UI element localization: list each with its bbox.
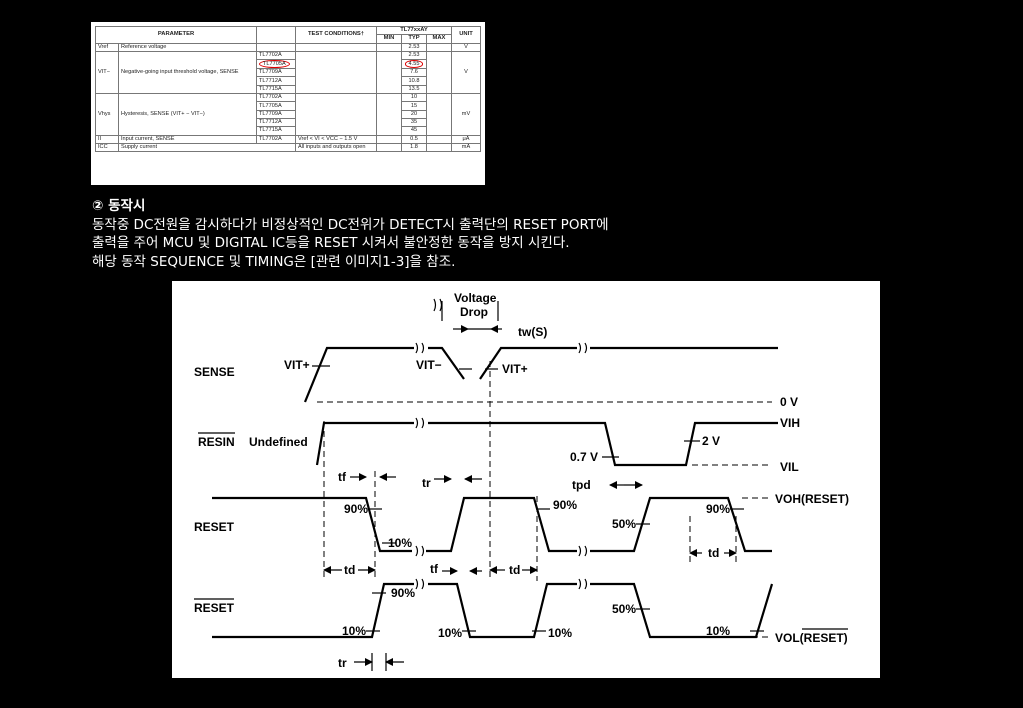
tf-label: tf: [430, 562, 439, 576]
vil-label: VIL: [780, 460, 799, 474]
vih-label: VIH: [780, 416, 800, 430]
reset-waveform: [426, 496, 577, 553]
sense-waveform: [428, 346, 465, 380]
percent-label: 90%: [553, 498, 577, 512]
tws-label: tw(S): [518, 325, 547, 339]
timing-diagram-svg: SENSE RESIN RESET RESET Voltage Drop tw(…: [194, 291, 849, 671]
reset-bar-waveform: [212, 582, 414, 639]
signal-label-sense: SENSE: [194, 365, 235, 379]
vit-plus-label: VIT+: [502, 362, 528, 376]
reset-bar-waveform: [428, 582, 577, 639]
zero-v-label: 0 V: [780, 395, 798, 409]
description-line: 출력을 주어 MCU 및 DIGITAL IC등을 RESET 시켜서 불안정한…: [92, 235, 570, 251]
v07-label: 0.7 V: [570, 450, 598, 464]
sense-waveform: [303, 346, 414, 403]
highlight-circle: TL7705A: [259, 60, 290, 69]
reset-bar-waveform: [590, 582, 774, 639]
v2-label: 2 V: [702, 434, 720, 448]
voh-label: VOH(RESET): [775, 492, 849, 506]
reset-waveform: [212, 496, 412, 553]
reset-waveform: [590, 496, 772, 553]
percent-label: 10%: [706, 624, 730, 638]
timing-diagram: SENSE RESIN RESET RESET Voltage Drop tw(…: [172, 281, 880, 678]
tpd-label: tpd: [572, 478, 591, 492]
signal-label-reset: RESET: [194, 520, 235, 534]
td-label: td: [509, 563, 520, 577]
vit-minus-label: VIT−: [416, 358, 442, 372]
section-heading: ② 동작시: [92, 198, 146, 214]
percent-label: 10%: [548, 626, 572, 640]
description-text: ② 동작시 동작중 DC전원을 감시하다가 비정상적인 DC전위가 DETECT…: [92, 197, 609, 271]
percent-label: 90%: [344, 502, 368, 516]
spec-table: PARAMETER TEST CONDITIONS† TL77xxAY UNIT…: [95, 25, 481, 153]
percent-label: 10%: [342, 624, 366, 638]
col-unit: UNIT: [451, 26, 481, 44]
signal-label-resin: RESIN: [198, 435, 235, 449]
table-row-icc: ICC Supply current All inputs and output…: [95, 142, 481, 153]
tr-label: tr: [422, 476, 431, 490]
col-test-conditions: TEST CONDITIONS†: [295, 26, 377, 44]
td-label: td: [344, 563, 355, 577]
col-device: TL77xxAY: [376, 25, 452, 36]
percent-label: 90%: [391, 586, 415, 600]
tr-label: tr: [338, 656, 347, 670]
percent-label: 10%: [438, 626, 462, 640]
table-row: Vhys Hysteresis, SENSE (VIT+ − VIT−) TL7…: [95, 93, 481, 136]
drop-label: Drop: [460, 305, 488, 319]
table-row-ii: II Input current, SENSE TL7702A Vref < V…: [95, 134, 481, 144]
col-min: MIN: [376, 34, 402, 44]
description-line: 해당 동작 SEQUENCE 및 TIMING은 [관련 이미지1-3]을 참조…: [92, 253, 456, 270]
col-parameter: PARAMETER: [95, 26, 257, 44]
spec-table-panel: PARAMETER TEST CONDITIONS† TL77xxAY UNIT…: [91, 22, 485, 185]
col-typ: TYP: [401, 34, 427, 44]
sense-waveform: [479, 346, 577, 380]
resin-waveform: [315, 421, 414, 466]
percent-label: 90%: [706, 502, 730, 516]
tf-label: tf: [338, 470, 347, 484]
voltage-label: Voltage: [454, 291, 497, 305]
percent-label: 50%: [612, 517, 636, 531]
undefined-label: Undefined: [249, 435, 308, 449]
td-label: td: [708, 546, 719, 560]
description-line: 동작중 DC전원을 감시하다가 비정상적인 DC전위가 DETECT시 출력단의…: [92, 216, 609, 233]
vit-plus-label: VIT+: [284, 358, 310, 372]
highlight-circle: 4.55: [404, 60, 424, 69]
table-row: VIT− Negative-going input threshold volt…: [95, 50, 481, 95]
percent-label: 50%: [612, 602, 636, 616]
percent-label: 10%: [388, 536, 412, 550]
break-mark: [415, 298, 588, 590]
vol-label: VOL(RESET): [775, 631, 848, 645]
table-row-vref: Vref Reference voltage 2.53 V: [95, 42, 481, 52]
col-max: MAX: [426, 34, 452, 44]
signal-label-reset-bar: RESET: [194, 601, 235, 615]
resin-waveform: [428, 421, 778, 467]
